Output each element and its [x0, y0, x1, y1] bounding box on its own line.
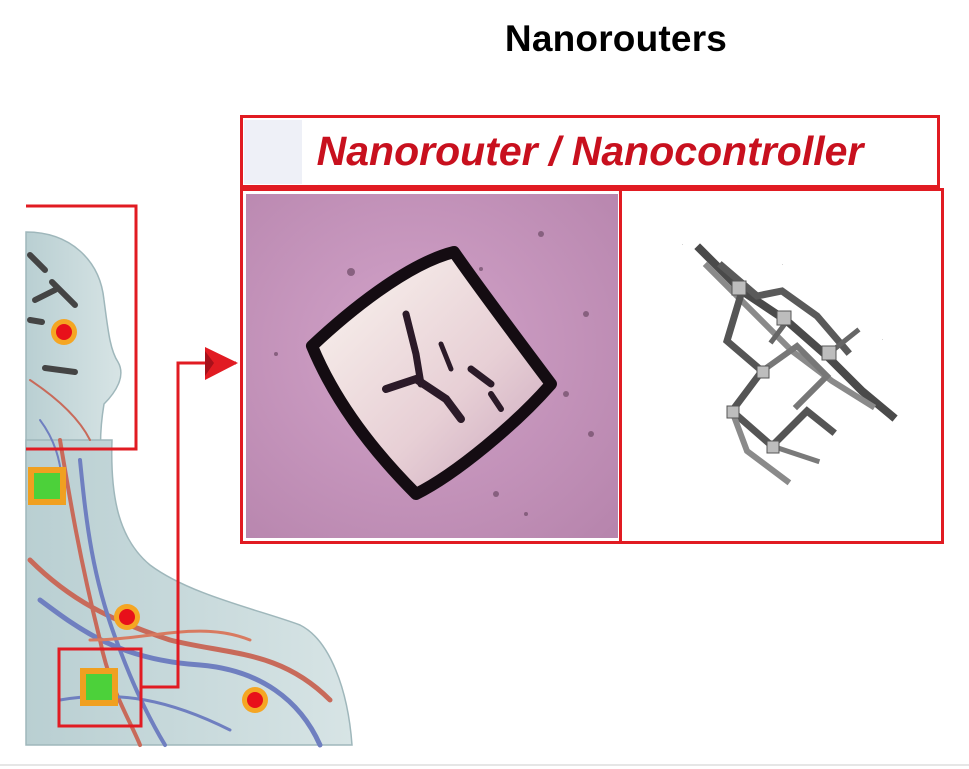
- svg-text:·: ·: [682, 242, 683, 247]
- connector-line: [141, 361, 236, 689]
- panel-header-frame: [240, 115, 940, 188]
- panel-divider: [619, 191, 622, 541]
- bottom-rule: [0, 764, 969, 766]
- head-region-frame: [26, 204, 138, 451]
- nanonode-chest: [242, 687, 268, 713]
- page-title: Nanorouters: [504, 18, 728, 59]
- svg-text:·: ·: [882, 337, 883, 342]
- connector-arrow-icon: [205, 347, 238, 380]
- nanonode-head: [51, 319, 77, 345]
- nanorouter-micrograph: [246, 194, 618, 538]
- svg-text:·: ·: [782, 262, 783, 267]
- nanorouter-neck: [28, 467, 66, 505]
- nanonode-shoulder: [114, 604, 140, 630]
- nanorouter-schematic: · · ·: [622, 191, 938, 541]
- panel-header-label: Nanorouter / Nanocontroller: [316, 128, 864, 174]
- panel-header-tint: [244, 120, 302, 184]
- nanorouter-chest: [80, 668, 118, 706]
